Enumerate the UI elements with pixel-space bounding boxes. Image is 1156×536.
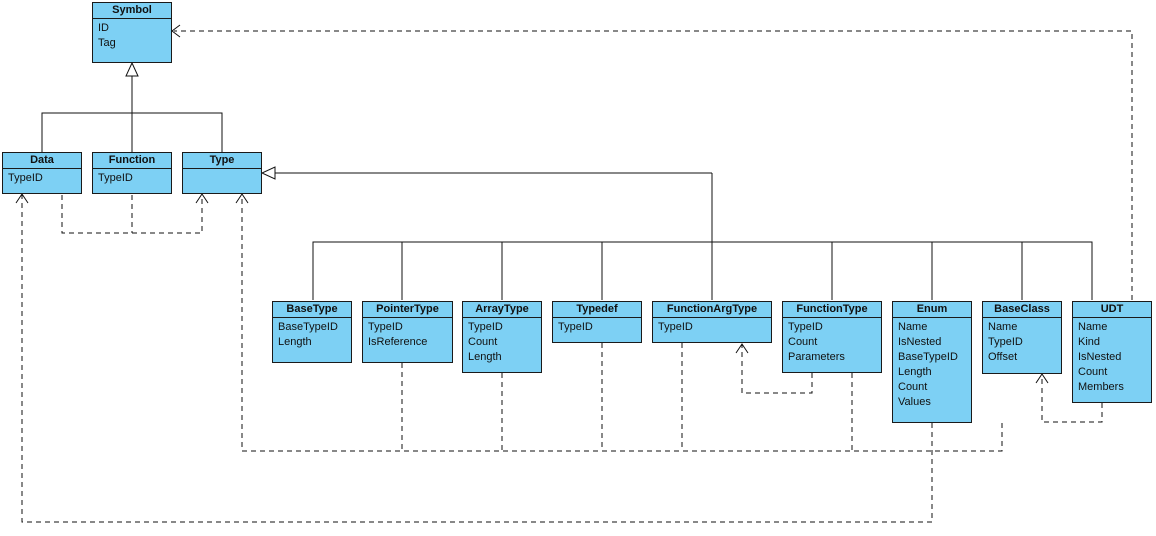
attribute: Members — [1078, 381, 1124, 393]
class-udt[interactable]: UDT Name Kind IsNested Count Members — [1072, 301, 1152, 403]
class-type[interactable]: Type — [182, 152, 262, 194]
attribute: Name — [898, 321, 928, 333]
class-data[interactable]: Data TypeID — [2, 152, 82, 194]
class-function[interactable]: Function TypeID — [92, 152, 172, 194]
class-symbol[interactable]: Symbol ID Tag — [92, 2, 172, 63]
attribute: Count — [788, 336, 818, 348]
attribute: BaseTypeID — [898, 351, 958, 363]
class-name: Typedef — [553, 302, 641, 318]
attribute: TypeID — [98, 172, 133, 184]
class-name: FunctionArgType — [653, 302, 771, 318]
class-name: Function — [93, 153, 171, 169]
class-functiontype[interactable]: FunctionType TypeID Count Parameters — [782, 301, 882, 373]
generalization-symbol — [41, 61, 223, 152]
attribute: TypeID — [658, 321, 693, 333]
attribute: Kind — [1078, 336, 1101, 348]
attribute: Name — [988, 321, 1018, 333]
attribute: TypeID — [368, 321, 403, 333]
dependency-lines — [21, 30, 1133, 523]
attribute: Offset — [988, 351, 1018, 363]
attribute: TypeID — [468, 321, 503, 333]
attribute: TypeID — [788, 321, 823, 333]
dependency-arrowheads — [15, 24, 1049, 384]
class-name: FunctionType — [783, 302, 881, 318]
attribute: ID — [98, 22, 109, 34]
class-baseclass[interactable]: BaseClass Name TypeID Offset — [982, 301, 1062, 374]
class-name: Enum — [893, 302, 971, 318]
class-functionargtype[interactable]: FunctionArgType TypeID — [652, 301, 772, 343]
class-name: BaseClass — [983, 302, 1061, 318]
attribute: BaseTypeID — [278, 321, 338, 333]
class-name: BaseType — [273, 302, 351, 318]
attribute: TypeID — [558, 321, 593, 333]
attribute: Values — [898, 396, 931, 408]
attribute: Tag — [98, 37, 116, 49]
attribute: Length — [898, 366, 932, 378]
attribute: TypeID — [988, 336, 1023, 348]
attribute: Parameters — [788, 351, 845, 363]
class-name: UDT — [1073, 302, 1151, 318]
attribute: TypeID — [8, 172, 43, 184]
class-pointertype[interactable]: PointerType TypeID IsReference — [362, 301, 453, 363]
class-name: Symbol — [93, 3, 171, 19]
attribute: Length — [278, 336, 312, 348]
class-name: Data — [3, 153, 81, 169]
attribute: IsReference — [368, 336, 428, 348]
class-name: Type — [183, 153, 261, 169]
attribute: Count — [898, 381, 928, 393]
attribute: Name — [1078, 321, 1108, 333]
attribute: Length — [468, 351, 502, 363]
class-basetype[interactable]: BaseType BaseTypeID Length — [272, 301, 352, 363]
class-name: ArrayType — [463, 302, 541, 318]
attribute: IsNested — [1078, 351, 1122, 363]
attribute: Count — [468, 336, 498, 348]
class-enum[interactable]: Enum Name IsNested BaseTypeID Length Cou… — [892, 301, 972, 423]
class-typedef[interactable]: Typedef TypeID — [552, 301, 642, 343]
attribute: IsNested — [898, 336, 942, 348]
class-name: PointerType — [363, 302, 452, 318]
generalization-type — [260, 166, 1093, 300]
class-arraytype[interactable]: ArrayType TypeID Count Length — [462, 301, 542, 373]
attribute: Count — [1078, 366, 1108, 378]
